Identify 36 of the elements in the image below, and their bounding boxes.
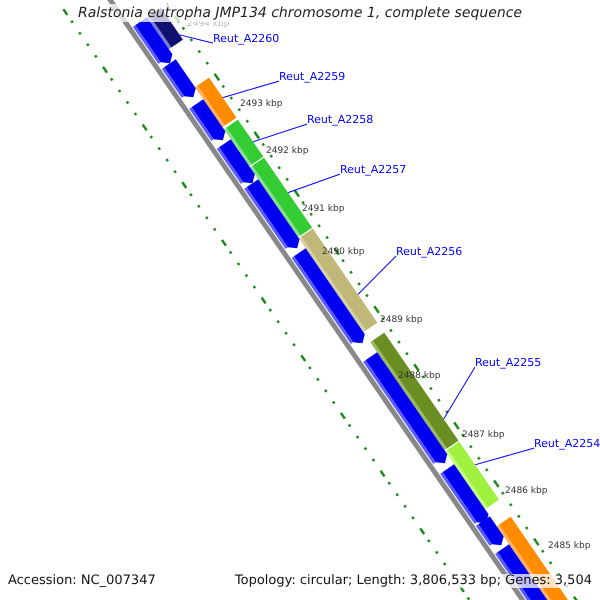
gene-label: Reut_A2256: [396, 246, 462, 258]
scale-label: 2486 kbp: [505, 487, 548, 497]
gene-label: Reut_A2259: [279, 71, 346, 84]
gene-feature: [298, 228, 378, 332]
scale-label: 2494 kbp: [187, 20, 230, 30]
gene-feature: [363, 352, 448, 464]
gene-label: Reut_A2254: [534, 438, 600, 450]
gene-label: Reut_A2257: [340, 164, 406, 176]
gene-label: Reut_A2260: [213, 33, 280, 46]
scale-label: 2491 kbp: [302, 205, 344, 215]
scale-label: 2492 kbp: [266, 147, 308, 157]
gene-feature: [440, 464, 489, 524]
gene-feature: [292, 248, 365, 344]
gene-feature: [370, 332, 458, 450]
gene-feature: [244, 179, 300, 249]
scale-label: 2485 kbp: [548, 542, 590, 552]
gene-feature: [224, 120, 264, 166]
leader-line: [252, 124, 308, 142]
leader-line: [358, 256, 396, 295]
leader-line: [443, 366, 476, 420]
accession-text: Accession: NC_007347: [8, 574, 156, 588]
gene-feature: [189, 99, 226, 141]
scale-label: 2487 kbp: [462, 431, 504, 441]
gene-label: Reut_A2255: [475, 357, 542, 370]
gene-feature: [162, 59, 196, 98]
gene-feature: [216, 139, 255, 184]
gene-feature: [476, 516, 504, 546]
scale-label: 2489 kbp: [380, 316, 422, 326]
gene-label: Reut_A2258: [307, 114, 374, 126]
sequence-info-text: Topology: circular; Length: 3,806,533 bp; Genes: 3,504: [234, 574, 592, 588]
gene-feature: [445, 442, 500, 510]
leader-line: [179, 34, 214, 44]
leader-line: [474, 448, 534, 466]
leader-line: [288, 174, 340, 194]
gene-feature: [195, 78, 237, 128]
scale-label: 2493 kbp: [240, 100, 282, 110]
